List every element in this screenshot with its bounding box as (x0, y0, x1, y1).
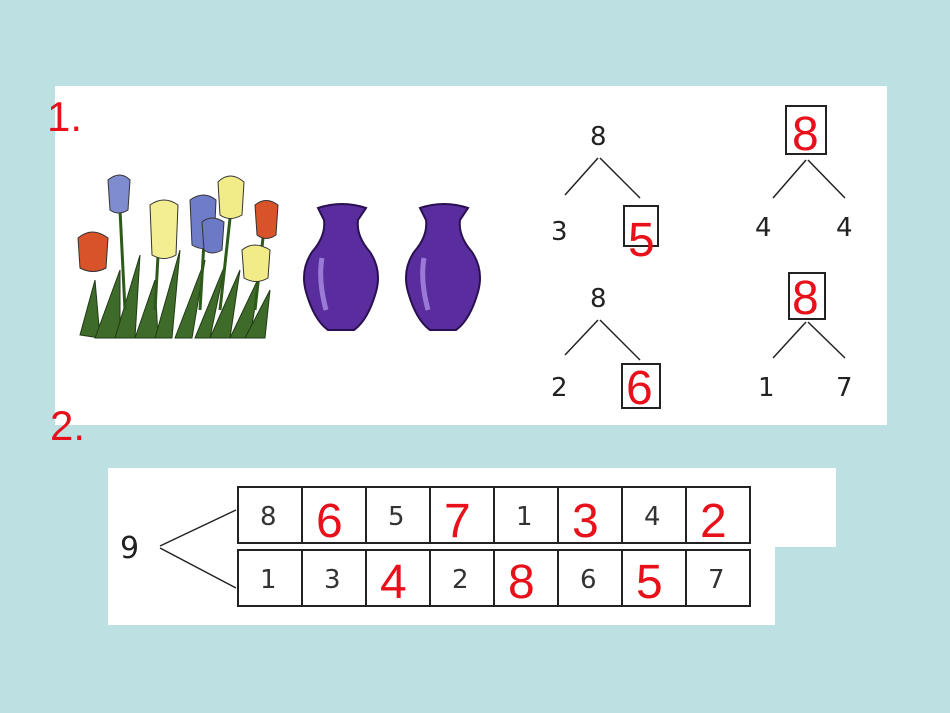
grid-answer: 6 (316, 495, 343, 548)
tree-1-left: 3 (551, 217, 568, 247)
tree-2-answer: 8 (792, 108, 819, 161)
grid-cell (685, 549, 751, 607)
tulip-blooms (77, 174, 279, 282)
vase-icon (303, 203, 379, 331)
number-tree-1: 8 3 5 (551, 122, 659, 267)
number-tree-4: 8 1 7 (758, 272, 853, 403)
tree-2-answer-box[interactable] (785, 105, 827, 155)
tree-1-answer-box[interactable] (623, 205, 659, 247)
grid-cell (493, 486, 559, 544)
grid-cell (429, 549, 495, 607)
vase-icon-2 (405, 203, 481, 331)
grid-cell[interactable] (685, 486, 751, 544)
grid-given-number: 7 (708, 565, 725, 595)
grid-cell (237, 486, 303, 544)
grid-given-number: 8 (260, 502, 277, 532)
grid-given-number: 1 (516, 502, 533, 532)
grid-given-number: 2 (452, 565, 469, 595)
grid-given-number: 5 (388, 502, 405, 532)
grid-answer: 8 (508, 556, 535, 609)
tree-2-left: 4 (755, 213, 772, 243)
tulip-leaves (79, 249, 271, 339)
grid-cell (237, 549, 303, 607)
tree-3-answer: 6 (626, 362, 653, 415)
grid-cell[interactable] (301, 486, 367, 544)
tree-1-answer: 5 (628, 214, 655, 267)
grid-cell (621, 486, 687, 544)
tulip-bouquet-icon (77, 174, 481, 339)
tree-3-left: 2 (551, 373, 568, 403)
grid-answer: 5 (636, 556, 663, 609)
grid-given-number: 1 (260, 565, 277, 595)
tree-4-right: 7 (836, 373, 853, 403)
tree-4-answer: 8 (792, 272, 819, 325)
grid-cell[interactable] (557, 486, 623, 544)
grid-given-number: 3 (324, 565, 341, 595)
tree-4-left: 1 (758, 373, 775, 403)
grid-answer: 3 (572, 495, 599, 548)
grid-cell[interactable] (429, 486, 495, 544)
grid-cells: 8 6 5 7 1 3 4 2 1 3 4 2 8 6 5 7 (237, 486, 751, 609)
tree-4-answer-box[interactable] (788, 272, 826, 320)
tree-2-right: 4 (836, 213, 853, 243)
number-tree-2: 8 4 4 (755, 105, 853, 243)
tree-1-top: 8 (590, 122, 607, 152)
grid-answer: 7 (444, 495, 471, 548)
grid-answer: 4 (380, 556, 407, 609)
grid-given-number: 4 (644, 502, 661, 532)
grid-cell (557, 549, 623, 607)
grid-given-number: 6 (580, 565, 597, 595)
section-label-1: 1. (47, 93, 83, 140)
tree-3-top: 8 (590, 284, 607, 314)
number-tree-3: 8 2 6 (551, 284, 661, 415)
grid-answer: 2 (700, 495, 727, 548)
decomposition-total: 9 (120, 531, 139, 566)
section-label-2: 2. (50, 402, 86, 449)
grid-cell[interactable] (493, 549, 559, 607)
tree-3-answer-box[interactable] (621, 363, 661, 409)
decomposition-grid: 9 8 6 5 7 1 3 4 2 1 3 4 2 8 6 5 7 (120, 486, 751, 609)
